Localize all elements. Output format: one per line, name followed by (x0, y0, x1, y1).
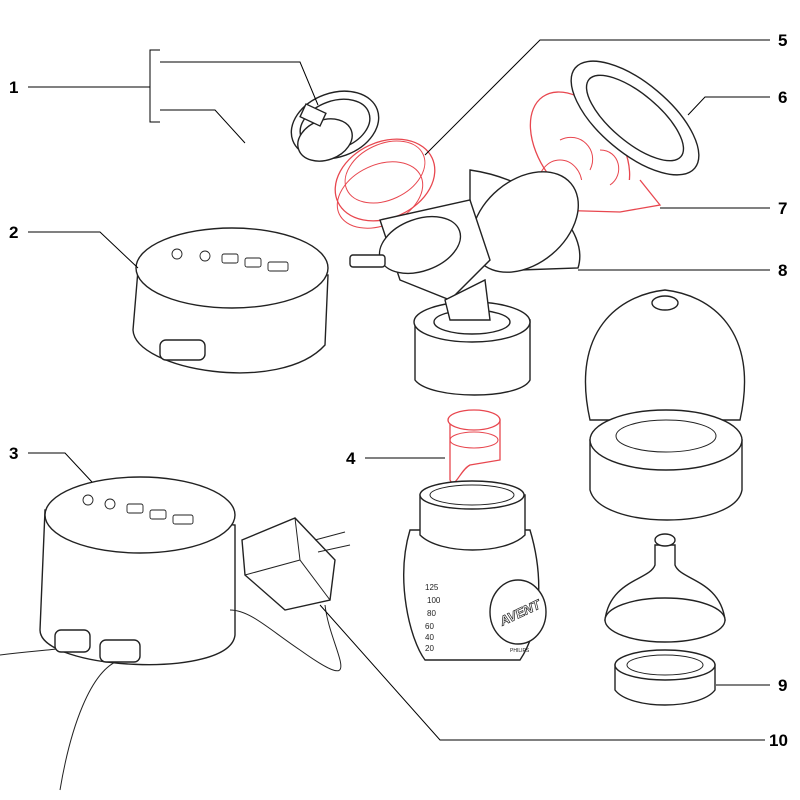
pump-lid (570, 60, 700, 176)
callout-5: 5 (778, 31, 787, 50)
callout-labels: 1 2 3 4 5 6 7 8 9 10 (9, 31, 788, 750)
scale-40: 40 (425, 633, 434, 642)
bottle-accessories (584, 289, 746, 706)
bottle-scale: 125 100 80 60 40 20 (425, 583, 441, 653)
scale-80: 80 (427, 609, 436, 618)
callout-4: 4 (346, 449, 356, 468)
leader-lines (28, 39, 770, 741)
pump-body (349, 169, 581, 396)
callout-2: 2 (9, 223, 18, 242)
callout-3: 3 (9, 444, 18, 463)
motor-unit-front (0, 476, 236, 791)
scale-125: 125 (425, 583, 439, 592)
callout-7: 7 (778, 199, 787, 218)
tubing-and-cap (38, 90, 380, 372)
callout-10: 10 (769, 731, 788, 750)
callout-8: 8 (778, 261, 787, 280)
callout-1: 1 (9, 78, 18, 97)
motor-unit-top (132, 227, 329, 374)
bottle-brand: PHILIPS (510, 648, 530, 654)
power-adapter (229, 517, 351, 672)
bottle: AVENT PHILIPS 125 100 80 60 40 20 (403, 409, 547, 661)
callout-9: 9 (778, 676, 787, 695)
scale-100: 100 (427, 596, 441, 605)
scale-60: 60 (425, 622, 434, 631)
scale-20: 20 (425, 644, 434, 653)
callout-6: 6 (778, 88, 787, 107)
